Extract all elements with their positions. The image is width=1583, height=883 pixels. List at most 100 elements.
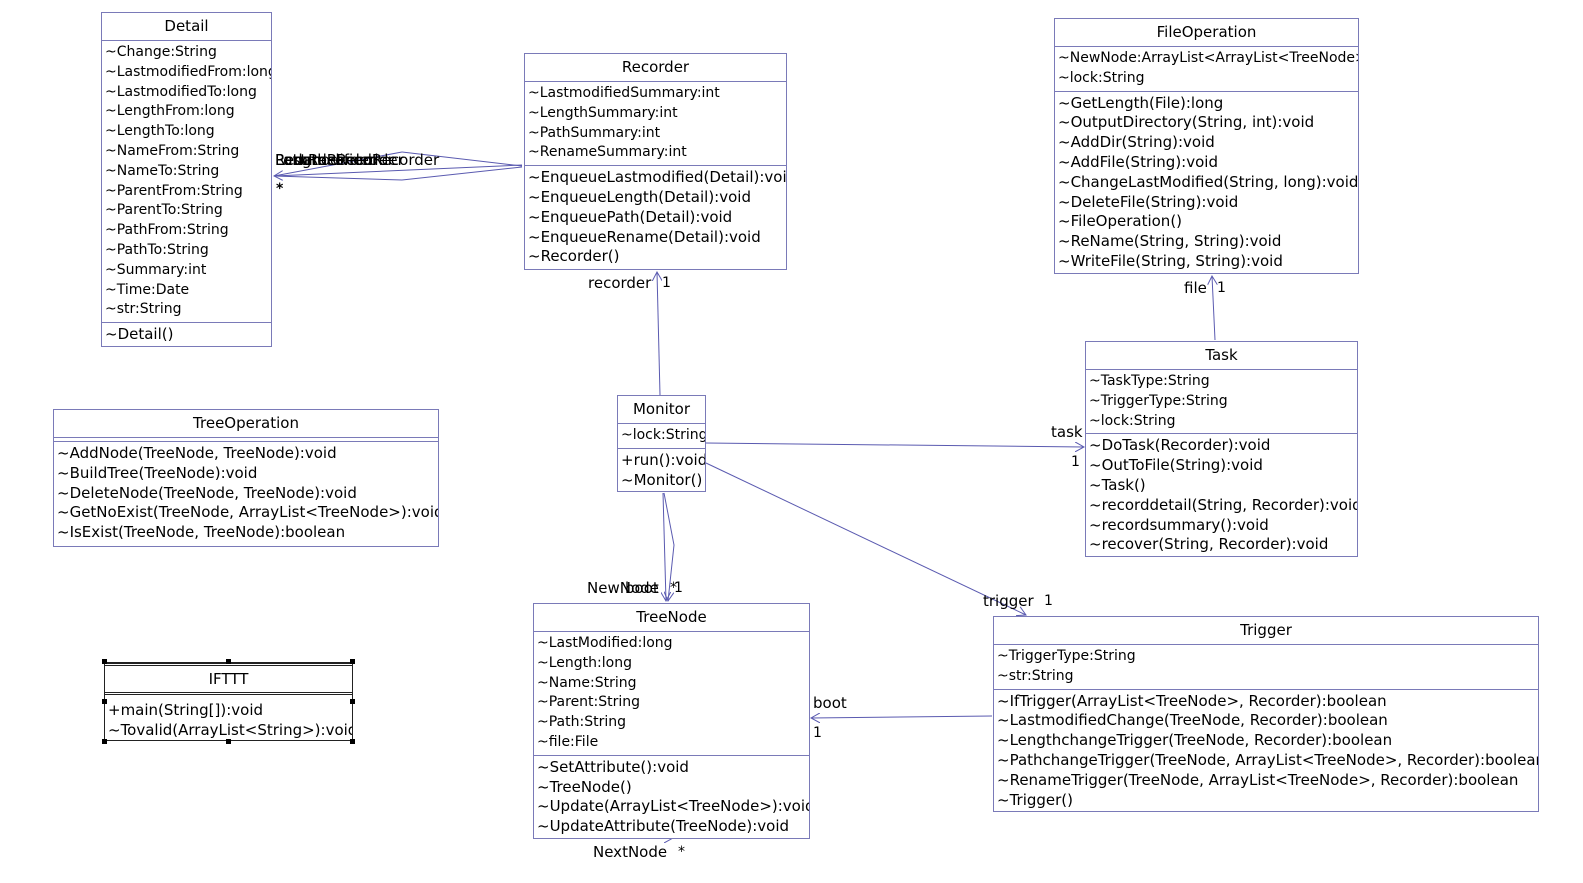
selection-handle[interactable] xyxy=(226,659,231,664)
operation: ~recorddetail(String, Recorder):void xyxy=(1089,495,1357,514)
attribute: ~RenameSummary:int xyxy=(528,144,687,161)
attribute: ~LastmodifiedSummary:int xyxy=(528,85,720,101)
role-label-treenode-nextnode: NextNode xyxy=(593,843,668,861)
attribute: ~PathSummary:int xyxy=(528,124,661,141)
class-recorder[interactable]: Recorder ~LastmodifiedSummary:int ~Lengt… xyxy=(524,53,787,270)
attribute: ~LengthTo:long xyxy=(105,123,215,140)
attribute: ~Parent:String xyxy=(537,694,641,711)
operation: ~IsExist(TreeNode, TreeNode):boolean xyxy=(57,523,346,542)
multiplicity-recorder-detail: * xyxy=(276,181,284,197)
class-task[interactable]: Task ~TaskType:String ~TriggerType:Strin… xyxy=(1085,341,1358,557)
assoc-recorder-detail-4 xyxy=(401,166,523,181)
multiplicity-trigger-treenode: 1 xyxy=(813,725,822,741)
selection-handle[interactable] xyxy=(350,699,355,704)
role-label-recorder-detail-overlap-3: PathRecorder xyxy=(275,151,376,169)
attribute: ~lock:String xyxy=(1058,69,1145,86)
attribute: ~TriggerType:String xyxy=(1089,392,1228,409)
attribute: ~LastmodifiedTo:long xyxy=(105,83,257,100)
attribute: ~ParentTo:String xyxy=(105,202,223,219)
selection-handle[interactable] xyxy=(102,699,107,704)
selection-handle[interactable] xyxy=(226,739,231,744)
operations-section: +run():void ~Monitor() xyxy=(618,447,705,493)
operation: ~GetLength(File):long xyxy=(1058,93,1224,112)
selection-handle[interactable] xyxy=(102,659,107,664)
assoc-monitor-treenode-b xyxy=(663,492,675,601)
selection-handle[interactable] xyxy=(350,659,355,664)
class-name: FileOperation xyxy=(1055,19,1358,47)
class-trigger[interactable]: Trigger ~TriggerType:String ~str:String … xyxy=(993,616,1539,812)
operation: ~EnqueuePath(Detail):void xyxy=(528,207,733,226)
operation: ~recordsummary():void xyxy=(1089,515,1269,534)
operation: +main(String[]):void xyxy=(108,701,264,719)
role-label-recorder-detail-overlap-1: LastmodifiedRecorder xyxy=(275,151,440,169)
attribute: ~LengthSummary:int xyxy=(528,104,678,121)
attributes-section: ~NewNode:ArrayList<ArrayList<TreeNode>> … xyxy=(1055,47,1358,91)
assoc-recorder-detail-2 xyxy=(401,151,523,167)
operations-section: ~SetAttribute():void ~TreeNode() ~Update… xyxy=(534,754,809,839)
class-fileoperation[interactable]: FileOperation ~NewNode:ArrayList<ArrayLi… xyxy=(1054,18,1359,274)
attribute: ~TaskType:String xyxy=(1089,373,1210,389)
multiplicity-monitor-treenode-boot: 1 xyxy=(674,580,683,596)
selection-handle[interactable] xyxy=(350,739,355,744)
role-label-monitor-trigger: trigger xyxy=(983,592,1034,610)
attribute: ~Summary:int xyxy=(105,261,207,278)
attribute: ~NameTo:String xyxy=(105,162,220,179)
operation: ~EnqueueRename(Detail):void xyxy=(528,227,761,246)
operation: ~EnqueueLastmodified(Detail):void xyxy=(528,168,786,187)
attribute: ~Name:String xyxy=(537,674,637,691)
attributes-section: ~LastmodifiedSummary:int ~LengthSummary:… xyxy=(525,82,786,165)
operation: ~GetNoExist(TreeNode, ArrayList<TreeNode… xyxy=(57,503,438,522)
class-name: Monitor xyxy=(618,396,705,424)
operation: ~Monitor() xyxy=(621,470,703,489)
operations-section: ~EnqueueLastmodified(Detail):void ~Enque… xyxy=(525,165,786,269)
role-label-recorder-detail-overlap-4: RenameRecorder xyxy=(275,151,404,169)
multiplicity-treenode-nextnode: * xyxy=(678,844,685,860)
class-treeoperation[interactable]: TreeOperation ~AddNode(TreeNode, TreeNod… xyxy=(53,409,439,547)
class-treenode[interactable]: TreeNode ~LastModified:long ~Length:long… xyxy=(533,603,810,839)
attribute: ~lock:String xyxy=(621,427,705,443)
operations-section: ~GetLength(File):long ~OutputDirectory(S… xyxy=(1055,90,1358,274)
operation: ~DeleteFile(String):void xyxy=(1058,192,1239,211)
role-label-monitor-recorder: recorder xyxy=(588,274,652,292)
assoc-monitor-trigger xyxy=(705,462,1026,615)
operation: ~UpdateAttribute(TreeNode):void xyxy=(537,817,790,836)
attributes-section: ~Change:String ~LastmodifiedFrom:long ~L… xyxy=(102,41,271,322)
operation: ~DeleteNode(TreeNode, TreeNode):void xyxy=(57,483,357,502)
attribute: ~Change:String xyxy=(105,44,217,60)
class-monitor[interactable]: Monitor ~lock:String +run():void ~Monito… xyxy=(617,395,706,492)
class-ifttt[interactable]: IFTTT +main(String[]):void ~Tovalid(Arra… xyxy=(104,662,353,741)
attribute: ~file:File xyxy=(537,733,599,750)
operation: ~recover(String, Recorder):void xyxy=(1089,535,1329,554)
multiplicity-task-fileoperation: 1 xyxy=(1217,280,1226,296)
attribute: ~ParentFrom:String xyxy=(105,182,243,199)
attributes-section: ~TriggerType:String ~str:String xyxy=(994,645,1538,689)
attribute: ~LastModified:long xyxy=(537,635,673,651)
attribute: ~LastmodifiedFrom:long xyxy=(105,63,271,80)
class-name: Task xyxy=(1086,342,1357,370)
role-label-monitor-treenode-boot: boot xyxy=(625,579,659,597)
class-detail[interactable]: Detail ~Change:String ~LastmodifiedFrom:… xyxy=(101,12,272,347)
role-label-task-fileoperation: file xyxy=(1184,279,1207,297)
attributes-section: ~TaskType:String ~TriggerType:String ~lo… xyxy=(1086,370,1357,433)
operation: ~IfTrigger(ArrayList<TreeNode>, Recorder… xyxy=(997,691,1387,710)
attribute: ~str:String xyxy=(997,667,1074,684)
assoc-recorder-detail-5 xyxy=(273,175,403,181)
attribute: ~Length:long xyxy=(537,654,632,671)
attributes-section: ~LastModified:long ~Length:long ~Name:St… xyxy=(534,632,809,755)
assoc-monitor-task xyxy=(705,443,1084,447)
operation: ~Task() xyxy=(1089,475,1146,494)
role-label-recorder-detail: Recorder xyxy=(275,151,343,169)
attribute: ~LengthFrom:long xyxy=(105,103,235,120)
role-label-monitor-task: task xyxy=(1051,423,1083,441)
operation: ~OutToFile(String):void xyxy=(1089,456,1263,475)
class-name: IFTTT xyxy=(105,663,352,695)
operation: ~Detail() xyxy=(105,325,174,344)
operation: ~LengthchangeTrigger(TreeNode, Recorder)… xyxy=(997,731,1393,750)
assoc-trigger-treenode xyxy=(811,716,993,718)
class-name: Trigger xyxy=(994,617,1538,645)
role-label-recorder-detail-overlap-2: LengthRecorder xyxy=(275,151,394,169)
operation: ~WriteFile(String, String):void xyxy=(1058,251,1283,270)
operations-section: ~AddNode(TreeNode, TreeNode):void ~Build… xyxy=(54,441,438,545)
attribute: ~str:String xyxy=(105,301,182,318)
selection-handle[interactable] xyxy=(102,739,107,744)
